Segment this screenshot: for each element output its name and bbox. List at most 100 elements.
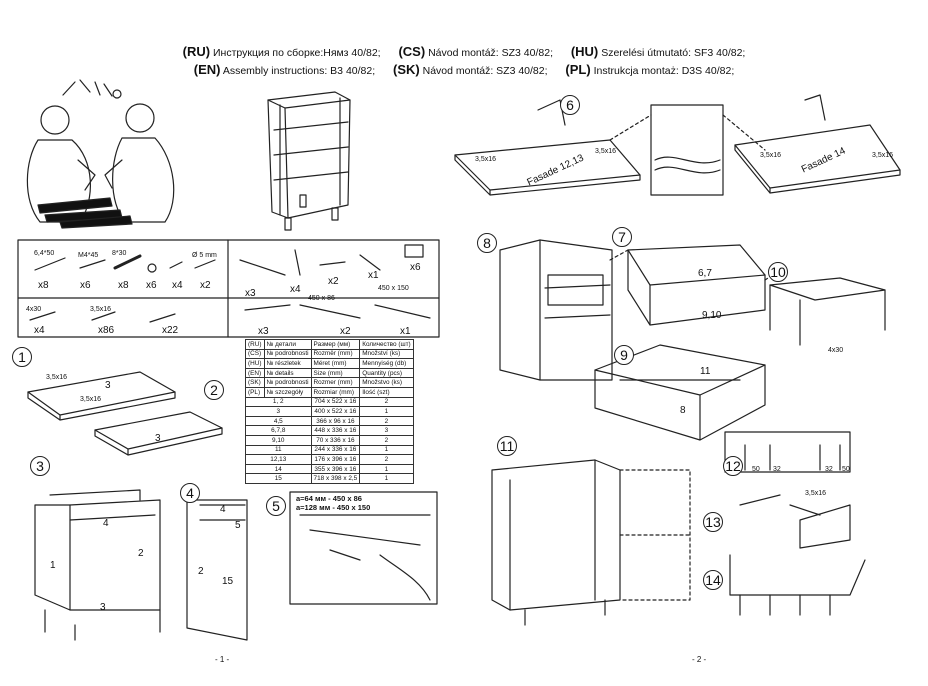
hw-qty: x4 xyxy=(290,284,301,295)
hw-qty: x1 xyxy=(368,270,379,281)
hw-qty: x86 xyxy=(98,325,115,336)
wood-planks-icon xyxy=(37,197,133,229)
lang-code: (RU) xyxy=(182,44,211,59)
step-6-number: 6 xyxy=(560,95,580,115)
cabinet-skeleton-drawing xyxy=(267,91,351,231)
hw-size: 3,5x16 xyxy=(90,306,112,313)
header-text: Szerelési útmutató: SF3 40/82; xyxy=(601,47,746,59)
step-10-number: 10 xyxy=(768,262,788,282)
panel-label: 3 xyxy=(105,380,111,391)
hw-qty: x6 xyxy=(146,280,157,291)
dim-label: 32 xyxy=(773,466,781,473)
hw-qty: x2 xyxy=(200,280,211,291)
header-line-1: (RU) Инструкция по сборке:Нямз 40/82; (C… xyxy=(0,44,928,59)
hw-qty: x3 xyxy=(258,326,269,337)
step-11-number: 11 xyxy=(497,436,517,456)
panel-label: 3 xyxy=(155,433,161,444)
step-14-number: 14 xyxy=(703,570,723,590)
screw-label: 3,5x16 xyxy=(760,152,782,159)
lang-code: (PL) xyxy=(565,62,591,77)
panel-label: 2 xyxy=(138,548,144,559)
hw-size: Ø 5 mm xyxy=(192,252,217,259)
person-right-icon xyxy=(104,103,175,223)
panel-label: 1 xyxy=(50,560,56,571)
hw-size: 6,4*50 xyxy=(34,250,55,257)
step-9-number: 9 xyxy=(614,345,634,365)
panel-label: 9,10 xyxy=(702,310,722,321)
panel-label: 6,7 xyxy=(698,268,712,279)
step-5-number: 5 xyxy=(266,496,286,516)
panel-label: 15 xyxy=(222,576,234,587)
hw-size: 8*30 xyxy=(112,250,127,257)
lang-code: (HU) xyxy=(570,44,599,59)
hw-qty: x2 xyxy=(340,326,351,337)
hw-qty: x4 xyxy=(34,325,45,336)
hw-qty: x6 xyxy=(410,262,421,273)
hw-qty: x1 xyxy=(400,326,411,337)
step-2-number: 2 xyxy=(204,380,224,400)
hw-qty: x22 xyxy=(162,325,179,336)
dim-label: 50 xyxy=(752,466,760,473)
header-text: Návod montáž: SZ3 40/82; xyxy=(422,65,548,77)
step-8-number: 8 xyxy=(477,233,497,253)
dim-label: 50 xyxy=(842,466,850,473)
hw-qty: x3 xyxy=(245,288,256,299)
tools-icon xyxy=(62,79,122,99)
dim-label: 32 xyxy=(825,466,833,473)
page-number: - 1 - xyxy=(215,655,230,664)
panel-label: 3 xyxy=(100,602,106,613)
hw-qty: x8 xyxy=(118,280,129,291)
panel-label: 11 xyxy=(700,366,711,377)
lang-code: (CS) xyxy=(398,44,426,59)
screw-label: 3,5x16 xyxy=(46,374,68,381)
hw-size: 4x30 xyxy=(26,306,42,313)
header-text: Assembly instructions: B3 40/82; xyxy=(222,65,376,77)
panel-label: 2 xyxy=(198,566,204,577)
panel-label: 4 xyxy=(220,504,226,515)
screw-label: 3,5x16 xyxy=(872,152,894,159)
lang-code: (SK) xyxy=(392,62,420,77)
step-4-number: 4 xyxy=(180,483,200,503)
hw-size: 450 x 86 xyxy=(308,295,335,302)
step-1-number: 1 xyxy=(12,347,32,367)
screw-icons xyxy=(29,244,431,323)
page-number: - 2 - xyxy=(692,655,707,664)
screw-label: 3,5x16 xyxy=(595,148,617,155)
panel-label: 4 xyxy=(103,518,109,529)
hw-qty: x8 xyxy=(38,280,49,291)
hw-size: 450 x 150 xyxy=(378,285,409,292)
header-line-2: (EN) Assembly instructions: B3 40/82; (S… xyxy=(0,62,928,77)
hw-qty: x2 xyxy=(328,276,339,287)
screw-label: 3,5x16 xyxy=(80,396,102,403)
hw-size: M4*45 xyxy=(78,252,99,259)
panel-label: 5 xyxy=(235,520,241,531)
screw-label: 3,5x16 xyxy=(805,490,827,497)
lang-code: (EN) xyxy=(193,62,221,77)
step-12-number: 12 xyxy=(723,456,743,476)
panel-label: 8 xyxy=(680,405,686,416)
step-7-number: 7 xyxy=(612,227,632,247)
header-text: Instrukcja montaż: D3S 40/82; xyxy=(593,65,735,77)
header-text: Návod montáž: SZ3 40/82; xyxy=(428,47,553,59)
drawer-note: a=64 мм - 450 x 86 a=128 мм - 450 x 150 xyxy=(296,494,371,512)
screw-label: 3,5x16 xyxy=(475,156,497,163)
step-13-number: 13 xyxy=(703,512,723,532)
header-text: Инструкция по сборке:Нямз 40/82; xyxy=(212,47,381,59)
